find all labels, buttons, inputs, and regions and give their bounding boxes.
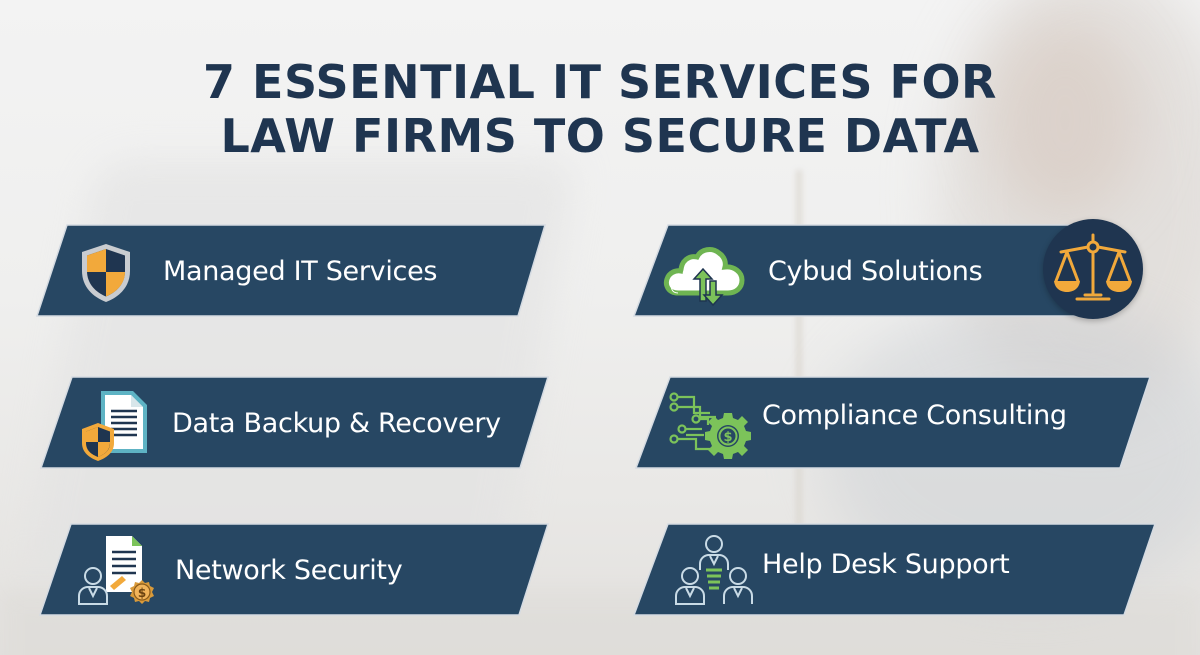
- document-shield-icon: [82, 391, 147, 461]
- service-label: Managed IT Services: [163, 255, 438, 287]
- banner-shape: [35, 224, 547, 317]
- circuit-dollar-gear-icon: $: [669, 392, 751, 459]
- service-banner-network-security: $ Network Security: [38, 523, 550, 616]
- service-label: Compliance Consulting: [762, 399, 1067, 431]
- cloud-sync-icon: [663, 247, 745, 307]
- title-line-2: LAW FIRMS TO SECURE DATA: [220, 109, 980, 163]
- service-banner-help-desk: Help Desk Support: [632, 523, 1158, 616]
- scales-of-justice-icon: [1054, 233, 1132, 301]
- team-people-icon: [675, 535, 753, 605]
- background-scale: [796, 170, 802, 570]
- banner-shape: [634, 376, 1152, 469]
- svg-text:$: $: [138, 586, 146, 600]
- background-laptop: [22, 160, 578, 580]
- user-document-seal-icon: $: [78, 536, 154, 605]
- background-face: [990, 20, 1140, 220]
- scales-badge: [1043, 219, 1143, 319]
- svg-text:$: $: [723, 430, 732, 445]
- service-label: Help Desk Support: [762, 548, 1010, 580]
- service-banner-data-backup: Data Backup & Recovery: [39, 376, 551, 469]
- banner-shape: [39, 376, 550, 469]
- service-banner-cybud-solutions: Cybud Solutions: [632, 224, 1114, 317]
- banner-shape: [632, 224, 1113, 317]
- shield-icon: [82, 244, 130, 302]
- service-label: Data Backup & Recovery: [172, 407, 501, 439]
- banner-shape: [38, 523, 550, 616]
- service-banner-managed-it: Managed IT Services: [35, 224, 547, 317]
- service-label: Cybud Solutions: [768, 255, 983, 287]
- title-line-1: 7 ESSENTIAL IT SERVICES FOR: [203, 55, 997, 109]
- service-banner-compliance-consulting: $ Compliance Consulting: [634, 376, 1152, 469]
- page-title: 7 ESSENTIAL IT SERVICES FOR LAW FIRMS TO…: [0, 55, 1200, 163]
- banner-shape: [632, 523, 1157, 616]
- service-label: Network Security: [175, 554, 403, 586]
